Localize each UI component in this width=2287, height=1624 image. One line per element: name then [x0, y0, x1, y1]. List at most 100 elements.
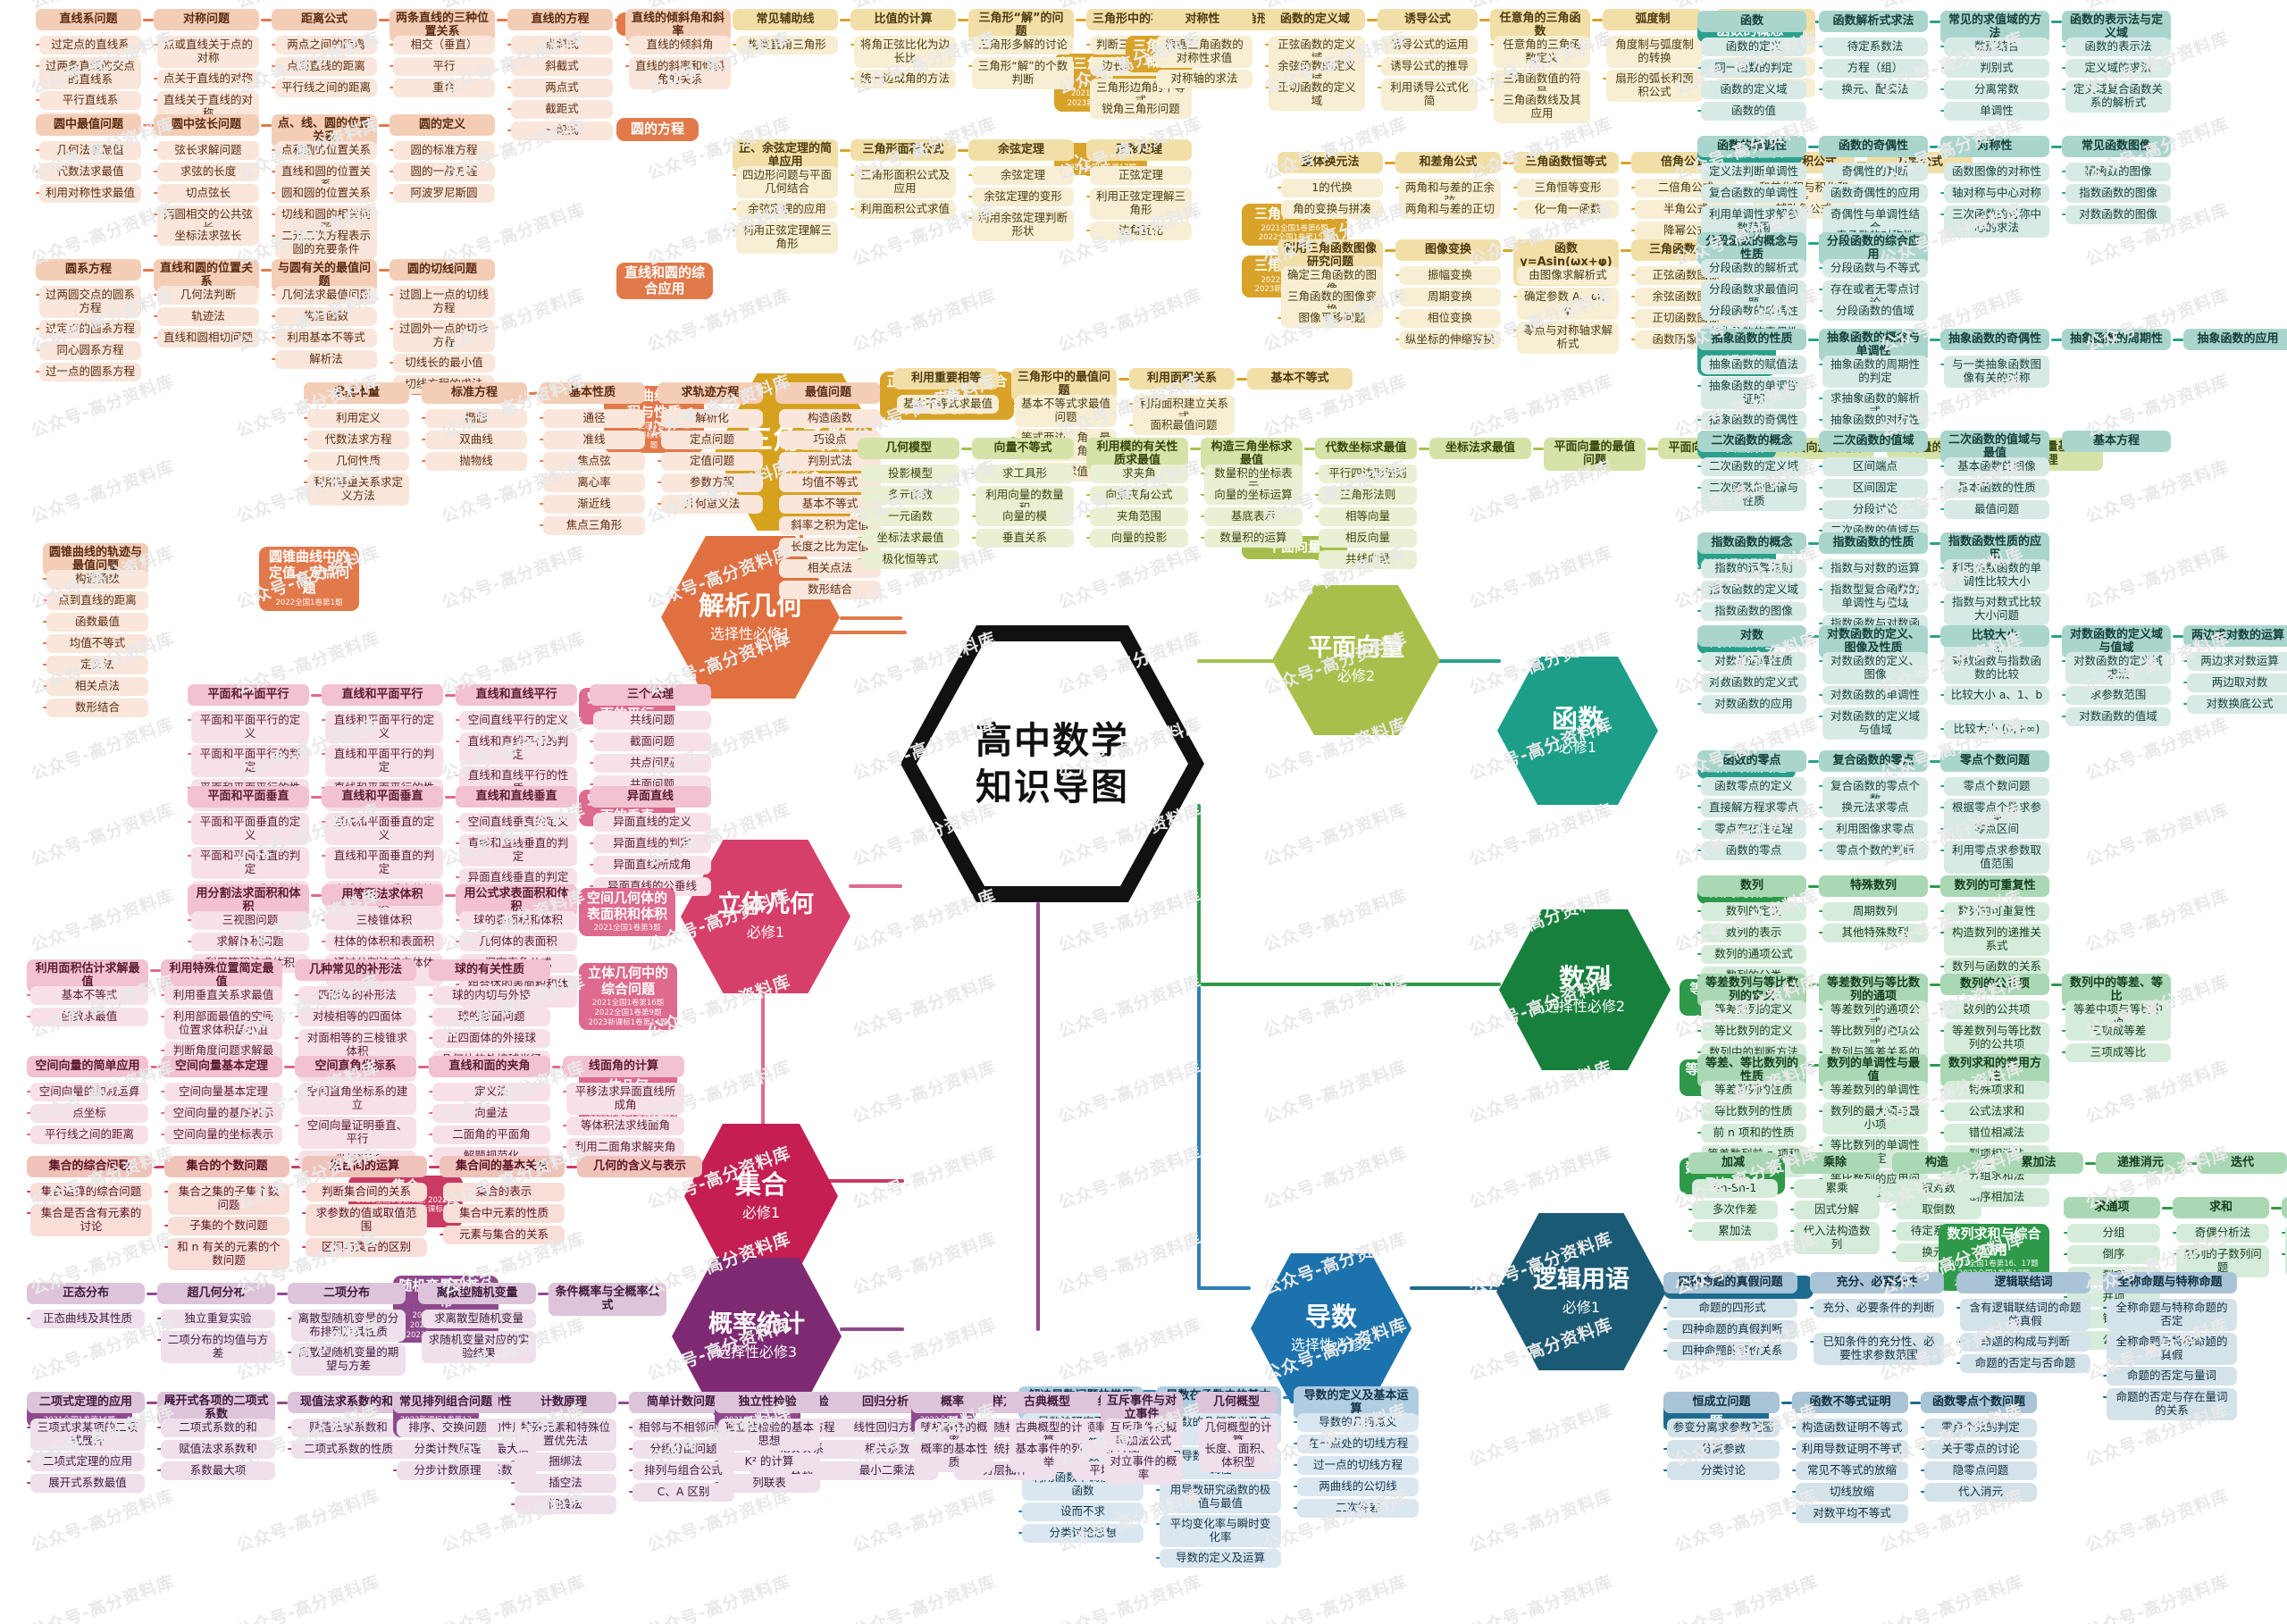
subtopic-node[interactable]: 相关点法 — [46, 677, 148, 696]
subtopic-node[interactable]: 点或直线关于点的对称 — [157, 36, 259, 68]
subtopic-node[interactable]: 准线 — [543, 431, 645, 449]
subtopic-node[interactable]: 奇偶分析法 — [2176, 1224, 2269, 1243]
subtopic-node[interactable]: 直线的斜率和倾斜角的关系 — [629, 57, 731, 89]
subtopic-node[interactable]: 求弦的长度 — [157, 163, 259, 181]
subtopic-node[interactable]: 异面直线所成角 — [593, 856, 711, 875]
subtopic-node[interactable]: 直线和平面垂直的判定 — [325, 847, 443, 879]
topic-node[interactable]: 二次函数的概念 — [1697, 431, 1806, 452]
subtopic-node[interactable]: 关于零点的讨论 — [1924, 1440, 2037, 1459]
subtopic-node[interactable]: 点关于直线的对称 — [157, 70, 259, 88]
subtopic-node[interactable]: 四种命题的等价关系 — [1667, 1342, 1797, 1360]
topic-node[interactable]: 对称性 — [1152, 9, 1252, 30]
subtopic-node[interactable]: 直接解方程求零点 — [1701, 799, 1806, 817]
topic-node[interactable]: 求和 — [2173, 1197, 2269, 1218]
hub-node-set[interactable]: 集合必修1 — [684, 1124, 838, 1268]
topic-node[interactable]: 几何的含义与表示 — [577, 1156, 702, 1177]
subtopic-node[interactable]: 幂函数的图像 — [2065, 163, 2171, 181]
subtopic-node[interactable]: 三项成等比 — [2065, 1043, 2171, 1062]
subtopic-node[interactable]: 空间向量的基底表示 — [164, 1104, 282, 1123]
subtopic-node[interactable]: 同心圆系方程 — [39, 341, 141, 360]
subtopic-node[interactable]: 含有逻辑联结词的命题的真假 — [1960, 1299, 2090, 1331]
topic-node[interactable]: 递推消元 — [2096, 1152, 2185, 1174]
topic-node[interactable]: 三个公理 — [590, 684, 711, 706]
subtopic-node[interactable]: 诱导公式的运用 — [1381, 36, 1478, 54]
subtopic-node[interactable]: 平行 — [393, 57, 495, 76]
subtopic-node[interactable]: 对数函数的单调性 — [1822, 686, 1928, 705]
subtopic-node[interactable]: 特殊项求和 — [1944, 1081, 2049, 1100]
subtopic-node[interactable]: 平面和平面垂直的判定 — [191, 847, 309, 879]
subtopic-node[interactable]: 切线长的最小值 — [393, 354, 495, 373]
subtopic-node[interactable]: 边角互化 — [1090, 222, 1192, 240]
topic-node[interactable]: 直线和平面平行 — [322, 684, 443, 706]
topic-node[interactable]: 常见排列组合问题 — [393, 1392, 498, 1413]
topic-node[interactable]: 集合间的基本关系 — [440, 1156, 565, 1177]
subtopic-node[interactable]: 解析化 — [661, 409, 763, 428]
subtopic-node[interactable]: 函数的表示法 — [2065, 38, 2171, 56]
subtopic-node[interactable]: 利用单调性求解参数范围 — [1701, 205, 1806, 238]
topic-node[interactable]: 函数零点个数问题 — [1921, 1392, 2037, 1413]
subtopic-node[interactable]: 利用等量关系求定义方法 — [307, 473, 409, 506]
subtopic-node[interactable]: 排列与组合公式 — [632, 1461, 734, 1480]
topic-node[interactable]: 图像变换 — [1395, 239, 1501, 261]
topic-node[interactable]: 函数不等式证明 — [1792, 1392, 1908, 1413]
subtopic-node[interactable]: 利用导数证明不等式 — [1796, 1440, 1908, 1459]
subtopic-node[interactable]: 等体积法求线面角 — [566, 1117, 684, 1135]
subtopic-node[interactable]: 圆的标准方程 — [393, 141, 495, 160]
subtopic-node[interactable]: 点坐标 — [30, 1104, 148, 1123]
topic-node[interactable]: 整体换元法 — [1278, 152, 1383, 173]
topic-node[interactable]: 直线的方程 — [507, 9, 613, 30]
subtopic-node[interactable]: 空间向量基本定理 — [164, 1083, 282, 1101]
subtopic-node[interactable]: 数列中的最值问题 — [2285, 1245, 2287, 1277]
subtopic-node[interactable]: 定值问题 — [661, 452, 763, 471]
subtopic-node[interactable]: 余弦定理 — [972, 166, 1074, 185]
subtopic-node[interactable]: 区间端点 — [1822, 457, 1928, 476]
subtopic-node[interactable]: 两点之间的距离 — [275, 36, 377, 54]
subtopic-node[interactable]: 列联表 — [718, 1474, 820, 1493]
subtopic-node[interactable]: 独立性检验的基本思想 — [718, 1419, 820, 1451]
subtopic-node[interactable]: 过定点的圆系方程 — [39, 320, 141, 339]
topic-node[interactable]: 标准方程 — [422, 382, 527, 404]
subtopic-node[interactable]: 代入法构造数列 — [1794, 1222, 1880, 1254]
subtopic-node[interactable]: 切线放缩 — [1796, 1483, 1908, 1502]
subtopic-node[interactable]: 直线和平面垂直的定义 — [325, 813, 443, 845]
subtopic-node[interactable]: 向量的坐标运算 — [1204, 486, 1303, 505]
subtopic-node[interactable]: 对数函数的图像 — [2065, 205, 2171, 224]
subtopic-node[interactable]: 充分、必要条件的判断 — [1814, 1299, 1944, 1318]
subtopic-node[interactable]: 二项式系数的性质 — [291, 1440, 406, 1459]
topic-node[interactable]: 直线系问题 — [36, 9, 141, 30]
subtopic-node[interactable]: 基本不等式求最值问题 — [1015, 395, 1117, 427]
topic-node[interactable]: 异面直线 — [590, 786, 711, 808]
subtopic-node[interactable]: 巧设点 — [779, 431, 881, 449]
subtopic-node[interactable]: 渐近线 — [543, 495, 645, 514]
subtopic-node[interactable]: 数列的表示 — [1701, 924, 1806, 942]
topic-node[interactable]: 二项分布 — [288, 1283, 406, 1304]
topic-node[interactable]: 抽象函数的性质 — [1697, 329, 1806, 350]
topic-node[interactable]: 函数 — [1697, 11, 1806, 32]
subtopic-node[interactable]: 共线问题 — [593, 711, 711, 730]
subtopic-node[interactable]: 命题的否定与量词 — [2107, 1367, 2237, 1385]
subtopic-node[interactable]: 求参数范围 — [2065, 686, 2171, 705]
subtopic-node[interactable]: 球的截面问题 — [432, 1008, 550, 1026]
subtopic-node[interactable]: 设而不求 — [1022, 1503, 1144, 1521]
subtopic-node[interactable]: 点到直线的距离 — [275, 57, 377, 76]
subtopic-node[interactable]: 因式分解 — [1794, 1201, 1880, 1219]
subtopic-node[interactable]: 抽象函数的单调性证明 — [1701, 377, 1806, 409]
topic-node[interactable]: 平面和平面垂直 — [188, 786, 309, 808]
subtopic-node[interactable]: 独立重复实验 — [161, 1310, 275, 1328]
subtopic-node[interactable]: 导数的几何意义 — [1297, 1413, 1419, 1432]
subtopic-node[interactable]: 区间与集合的区别 — [306, 1238, 427, 1257]
subtopic-node[interactable]: 定义域的求法 — [2065, 59, 2171, 78]
subtopic-node[interactable]: 余弦定理的变形 — [972, 188, 1074, 206]
topic-node[interactable]: 圆中最值问题 — [36, 114, 141, 136]
subtopic-node[interactable]: 几何法求最值 — [39, 141, 141, 160]
subtopic-node[interactable]: 共点问题 — [593, 754, 711, 773]
subtopic-node[interactable]: 指数函数的图像 — [1701, 602, 1806, 621]
topic-node[interactable]: 函数的零点 — [1697, 750, 1806, 772]
subtopic-node[interactable]: 两边取对数 — [2187, 674, 2287, 692]
topic-node[interactable]: 直线和面的夹角 — [429, 1056, 550, 1077]
topic-node[interactable]: 数列 — [1697, 875, 1806, 897]
subtopic-node[interactable]: 集合运算的综合问题 — [30, 1183, 152, 1201]
subtopic-node[interactable]: 求随机变量对应的实验结果 — [422, 1331, 536, 1363]
topic-node[interactable]: 奇偶分析法 — [2282, 1197, 2287, 1218]
